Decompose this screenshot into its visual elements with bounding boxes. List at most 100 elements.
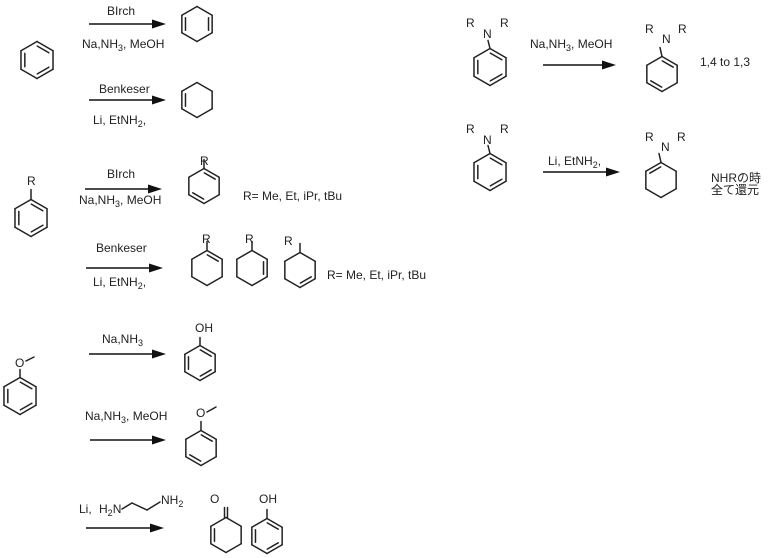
atom-r: R — [200, 154, 209, 168]
ring-bond — [184, 371, 201, 382]
double-bond-inner — [200, 434, 213, 442]
ring-bond — [206, 276, 223, 287]
c-n-bond — [487, 144, 491, 155]
arrow-birch — [85, 184, 162, 194]
en-bond — [146, 501, 161, 511]
arrow-head — [602, 60, 616, 70]
ring-bond — [200, 429, 217, 440]
arrow-head — [149, 263, 163, 273]
ring-bond — [646, 55, 663, 66]
c-n-bond — [487, 39, 491, 50]
reagent-li-etnh2: Li, EtNH2, — [93, 275, 146, 291]
c-n-bond — [659, 46, 663, 58]
ring-bond — [489, 75, 507, 87]
dialkylamino-cyclohexadiene — [646, 55, 678, 93]
ring-bond — [191, 276, 208, 287]
double-bond-inner — [266, 542, 279, 550]
reagent-li-etnh2: Li, EtNH2, — [93, 113, 146, 129]
atom-r: R — [202, 232, 211, 246]
ring-bond — [210, 543, 227, 554]
reagent-h2n: H2N — [99, 502, 121, 518]
atom-r: R — [27, 174, 36, 188]
ring-bond — [299, 278, 316, 289]
atom-r: R — [678, 22, 687, 36]
atom-r: R — [500, 122, 509, 136]
reagent-na-nh3-meoh: Na,NH3, MeOH — [530, 37, 612, 53]
ring-bond — [660, 188, 677, 199]
double-bond-inner — [489, 52, 503, 61]
ring-bond — [646, 82, 663, 93]
reagent-na-nh3-meoh: Na,NH3, MeOH — [82, 37, 164, 53]
cyclohexenone — [210, 516, 242, 554]
ring-bond — [196, 108, 213, 119]
double-bond-inner — [203, 172, 216, 180]
double-bond-inner — [650, 80, 663, 88]
atom-r: R — [466, 122, 475, 136]
ring-bond — [19, 404, 37, 416]
alkylcyclohexene-4 — [284, 251, 316, 289]
arrow-head — [606, 167, 620, 177]
atom-n: N — [483, 27, 492, 41]
ring-bond — [181, 32, 198, 43]
reagent-na-nh3-meoh: Na,NH3, MeOH — [85, 409, 167, 425]
ring-bond — [473, 47, 491, 59]
atom-r: R — [645, 130, 654, 144]
reagent-na-nh3: Na,NH3 — [102, 332, 143, 348]
c-n-bond — [658, 152, 662, 164]
ring-bond — [473, 75, 491, 87]
arrow-head — [152, 19, 166, 29]
double-bond-inner — [199, 369, 212, 377]
ring-bond — [196, 81, 213, 92]
double-bond-inner — [266, 522, 279, 530]
atom-o: O — [15, 356, 24, 370]
ring-bond — [30, 226, 48, 238]
double-bond-inner — [661, 60, 674, 68]
ring-bond — [489, 47, 507, 59]
ring-bond — [20, 40, 38, 52]
ring-bond — [19, 376, 37, 388]
ring-bond — [251, 249, 268, 260]
ring-bond — [20, 68, 38, 80]
bond-layer — [3, 5, 678, 555]
double-bond-inner — [199, 349, 212, 357]
double-bond-inner — [189, 454, 202, 462]
reagent-birch-label: BIrch — [107, 167, 135, 181]
ring-bond — [185, 429, 202, 440]
alkyl-cyclohexadiene — [188, 167, 220, 205]
double-bond-inner — [489, 73, 503, 82]
ring-bond — [661, 55, 678, 66]
methoxy-cyclohexadiene — [185, 429, 217, 467]
regiochem-note: 1,4 to 1,3 — [700, 55, 750, 69]
double-bond-inner — [36, 45, 50, 54]
nhr-note-line2: 全て還元 — [711, 182, 759, 197]
ring-bond — [473, 180, 491, 192]
arrow-head — [152, 349, 166, 359]
ring-bond — [284, 251, 301, 262]
atom-r: R — [284, 234, 293, 248]
ring-bond — [206, 249, 223, 260]
double-bond-inner — [192, 192, 205, 200]
arrow-head — [152, 95, 166, 105]
double-bond-inner — [489, 157, 503, 166]
arrow-benkeser — [543, 167, 620, 177]
ring-bond — [36, 68, 54, 80]
arrow-birch — [90, 435, 166, 445]
arrow-benkeser — [89, 95, 166, 105]
double-bond-inner — [649, 166, 662, 174]
arrow-head — [150, 523, 164, 533]
dialkylaniline — [473, 47, 507, 87]
ring-bond — [203, 194, 220, 205]
reagent-li: Li, — [79, 502, 92, 516]
ring-bond — [30, 198, 48, 210]
o-methyl-bond — [206, 406, 217, 413]
ring-bond — [203, 167, 220, 178]
phenol — [184, 344, 216, 382]
ring-bond — [236, 276, 253, 287]
double-bond-inner — [19, 381, 33, 390]
ring-bond — [266, 544, 283, 555]
atom-r: R — [245, 232, 254, 246]
ring-bond — [284, 278, 301, 289]
arrow-na-nh3 — [89, 349, 166, 359]
r-substituent-note: R= Me, Et, iPr, tBu — [327, 268, 426, 282]
ring-bond — [196, 32, 213, 43]
